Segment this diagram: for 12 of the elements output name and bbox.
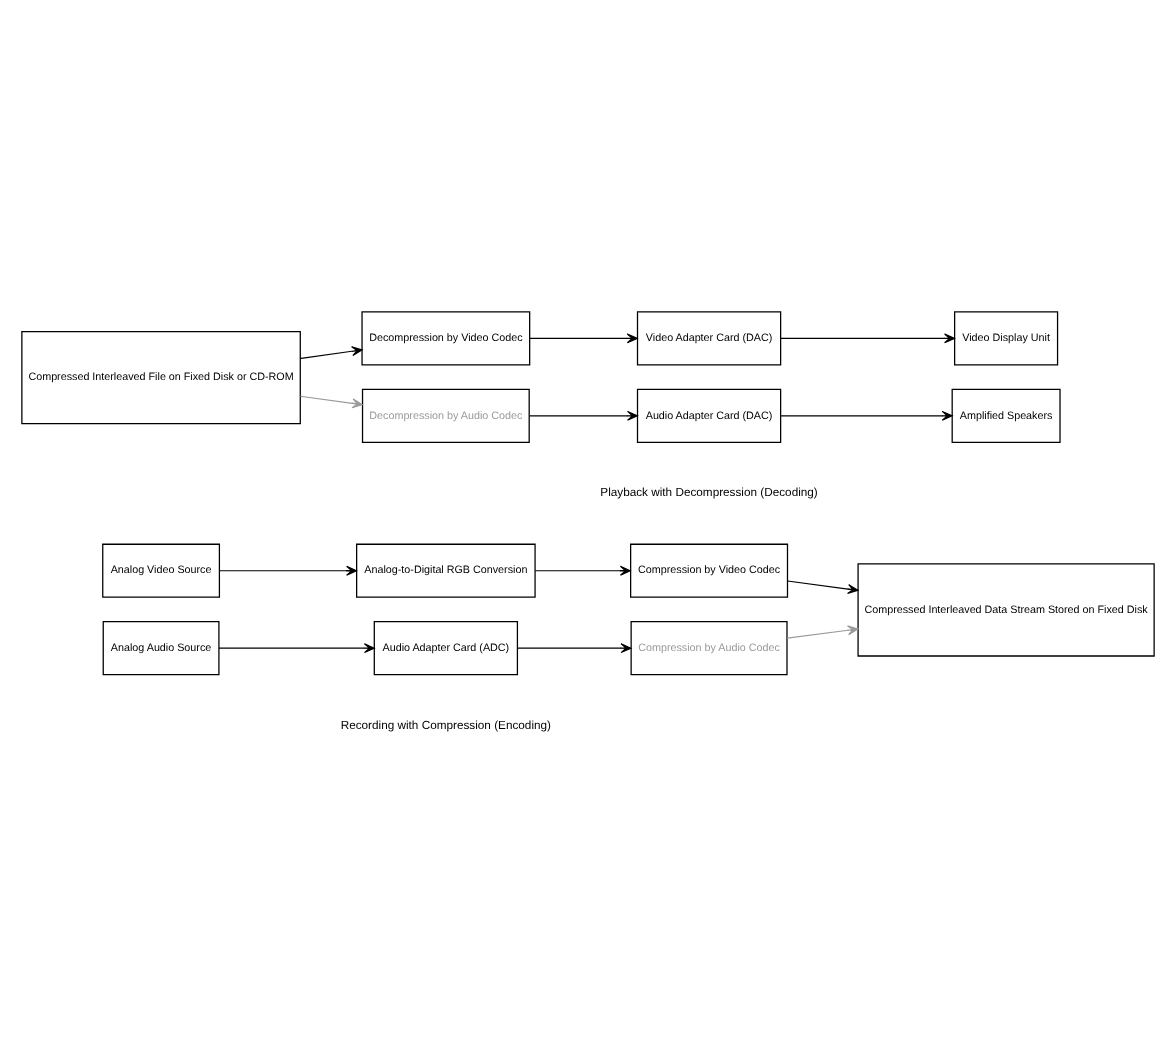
arrow: [780, 332, 955, 343]
arrow: [786, 624, 859, 638]
arrow: [780, 409, 953, 420]
arrow: [299, 394, 363, 408]
arrow: [516, 642, 632, 653]
arrow: [218, 642, 375, 653]
arrow: [219, 564, 358, 575]
arrow: [787, 579, 859, 594]
arrow: [534, 564, 631, 575]
arrow: [529, 332, 638, 343]
arrow: [528, 409, 638, 420]
arrow: [299, 345, 363, 358]
